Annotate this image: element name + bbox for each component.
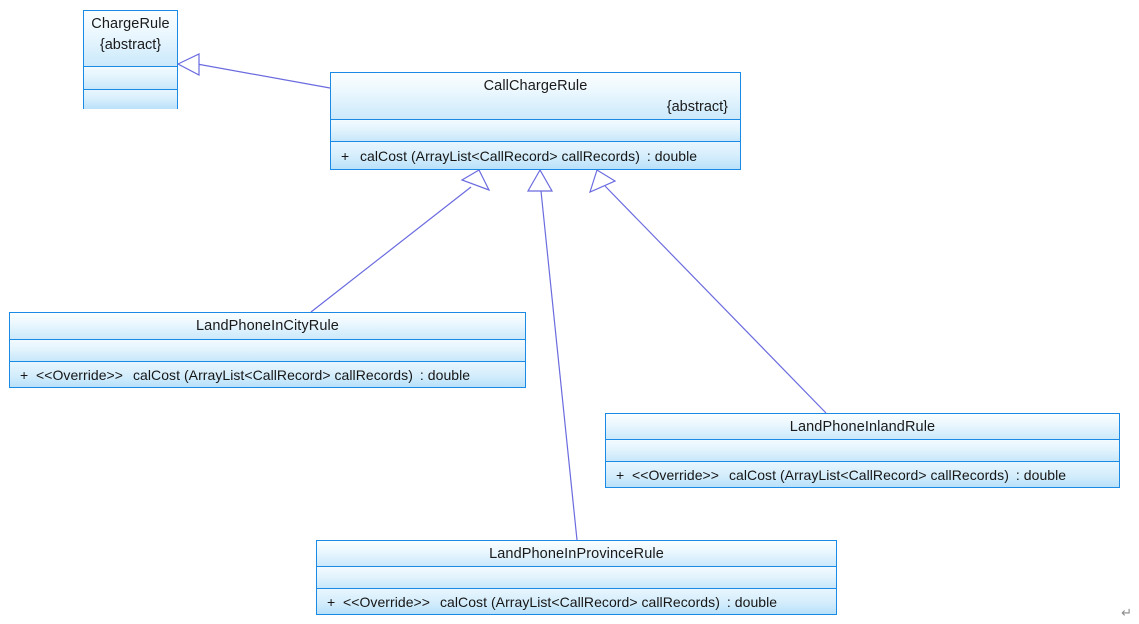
class-operations-compartment — [84, 90, 177, 109]
operation-stereotype: <<Override>> — [632, 466, 719, 483]
generalization-arrowhead — [460, 169, 491, 192]
operation-return-type: : double — [726, 593, 778, 610]
class-box-callchargerule[interactable]: CallChargeRule {abstract} + calCost (Arra… — [330, 72, 741, 170]
edge-line — [604, 185, 827, 414]
class-attributes-compartment — [317, 567, 836, 589]
generalization-arrowhead — [526, 168, 554, 192]
operation-row: + <<Override>> calCost (ArrayList<CallReco… — [317, 594, 777, 610]
class-name-compartment: LandPhoneInProvinceRule — [317, 541, 836, 567]
class-name-label: LandPhoneInProvinceRule — [489, 546, 664, 562]
operation-signature: calCost (ArrayList<CallRecord> callRecor… — [729, 466, 1009, 483]
class-operations-compartment: + <<Override>> calCost (ArrayList<CallReco… — [606, 462, 1119, 487]
operation-signature: calCost (ArrayList<CallRecord> callRecor… — [133, 366, 413, 383]
class-name-compartment: LandPhoneInCityRule — [10, 313, 525, 340]
generalization-callchargerule-to-chargerule — [176, 53, 331, 89]
class-operations-compartment: + <<Override>> calCost (ArrayList<CallReco… — [10, 362, 525, 387]
class-abstract-marker: {abstract} — [666, 98, 728, 115]
class-box-landphoneinlandrule[interactable]: LandPhoneInlandRule + <<Override>> calCost… — [605, 413, 1120, 488]
operation-visibility: + — [616, 466, 625, 483]
class-operations-compartment: + <<Override>> calCost (ArrayList<CallReco… — [317, 589, 836, 614]
operation-return-type: : double — [419, 366, 471, 383]
edge-line — [310, 186, 472, 313]
class-abstract-marker: {abstract} — [99, 36, 162, 53]
class-name-label: LandPhoneInCityRule — [196, 318, 339, 334]
generalization-landphoneinprovincerule-to-callchargerule — [526, 168, 578, 541]
generalization-arrowhead — [589, 169, 617, 194]
operation-row: + <<Override>> calCost (ArrayList<CallReco… — [606, 467, 1066, 483]
class-name-compartment: LandPhoneInlandRule — [606, 414, 1119, 440]
class-name-label: ChargeRule — [91, 16, 170, 32]
operation-visibility: + — [341, 147, 350, 164]
operation-return-type: : double — [1015, 466, 1067, 483]
operation-row: + calCost (ArrayList<CallRecord> callReco… — [331, 148, 697, 164]
class-attributes-compartment — [331, 120, 740, 142]
class-attributes-compartment — [10, 340, 525, 362]
operation-stereotype: <<Override>> — [36, 366, 123, 383]
operation-visibility: + — [20, 366, 29, 383]
paragraph-mark-icon: ↵ — [1121, 606, 1132, 621]
class-name-label: LandPhoneInlandRule — [789, 419, 936, 435]
operation-stereotype: <<Override>> — [343, 593, 430, 610]
operation-visibility: + — [327, 593, 336, 610]
class-box-chargerule[interactable]: ChargeRule {abstract} — [83, 10, 178, 109]
operation-row: + <<Override>> calCost (ArrayList<CallReco… — [10, 367, 470, 383]
edge-line — [196, 63, 331, 89]
class-name-compartment: CallChargeRule {abstract} — [331, 73, 740, 120]
class-attributes-compartment — [606, 440, 1119, 462]
class-operations-compartment: + calCost (ArrayList<CallRecord> callReco… — [331, 142, 740, 169]
operation-signature: calCost (ArrayList<CallRecord> callRecor… — [360, 147, 640, 164]
operation-return-type: : double — [646, 147, 698, 164]
operation-signature: calCost (ArrayList<CallRecord> callRecor… — [440, 593, 720, 610]
generalization-landphoneincityrule-to-callchargerule — [310, 169, 491, 313]
class-attributes-compartment — [84, 67, 177, 90]
class-box-landphoneinprovincerule[interactable]: LandPhoneInProvinceRule + <<Override>> cal… — [316, 540, 837, 615]
class-name-label: CallChargeRule — [483, 78, 588, 94]
generalization-arrowhead — [176, 53, 200, 76]
class-name-compartment: ChargeRule {abstract} — [84, 11, 177, 67]
edge-line — [540, 190, 578, 541]
class-box-landphoneincityrule[interactable]: LandPhoneInCityRule + <<Override>> calCost… — [9, 312, 526, 388]
generalization-landphoneinlandrule-to-callchargerule — [589, 169, 827, 414]
